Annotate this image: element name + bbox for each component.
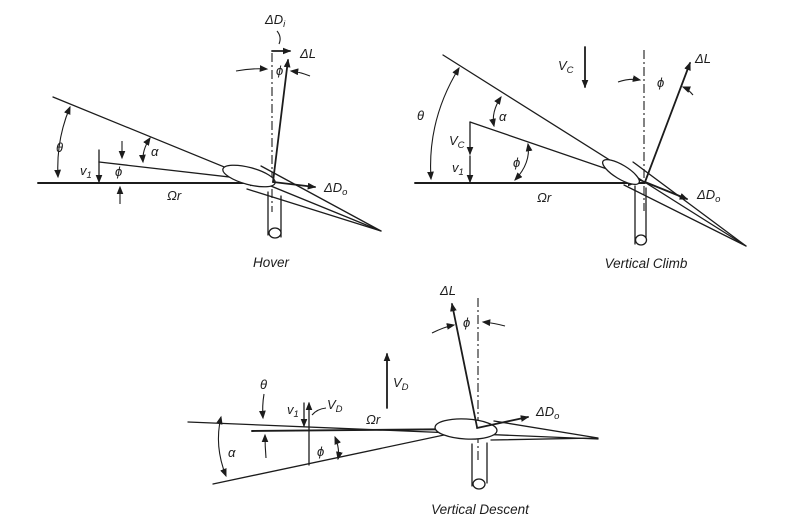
descent-blade-shank <box>471 442 488 487</box>
climb-vc-component-label: VC <box>449 133 465 151</box>
hover-airfoil-trailing-edge <box>246 165 382 232</box>
climb-omega-r-label: Ωr <box>537 190 552 205</box>
hover-lift-vector <box>272 58 291 183</box>
hover-omega-r-label: Ωr <box>167 188 182 203</box>
descent-airfoil <box>434 418 498 440</box>
descent-caption: Vertical Descent <box>431 502 530 517</box>
climb-chord-line <box>442 54 747 247</box>
climb-airfoil <box>601 158 641 186</box>
descent-theta-upper-arrow <box>259 393 266 420</box>
descent-freestream-vd-label: VD <box>393 375 409 393</box>
climb-phi-label: ϕ <box>513 155 520 170</box>
climb-freestream-vc-label: VC <box>558 58 574 76</box>
hover-alpha-arc <box>139 136 151 164</box>
climb-theta-arc <box>427 66 460 181</box>
hover-induced-drag-label: ΔDi <box>264 12 286 30</box>
descent-phi-top-left-arrow <box>431 323 456 334</box>
hover-alpha-label: α <box>151 144 159 159</box>
climb-alpha-arc <box>489 95 502 128</box>
vertical-climb-panel: VC ΔL ϕ ΔDo θ α ϕ VC v1 Ωr Vertical Clim… <box>414 46 747 271</box>
hover-induced-drag-leader <box>276 30 281 45</box>
climb-profile-drag-vector <box>644 181 689 200</box>
hover-profile-drag-vector <box>272 181 317 190</box>
hover-shank-break <box>268 227 282 239</box>
hover-phi-top-label: ϕ <box>276 63 283 78</box>
hover-theta-arc <box>54 105 71 179</box>
hover-phi-label: ϕ <box>115 164 122 179</box>
descent-theta-lower-arrow <box>261 433 269 459</box>
descent-omega-r-label: Ωr <box>366 412 381 427</box>
descent-shank-break <box>472 478 486 490</box>
hover-airfoil <box>222 164 276 188</box>
descent-profile-drag-vector <box>476 415 530 429</box>
climb-phi-top-left-arrow <box>617 75 642 83</box>
hover-theta-label: θ <box>56 140 63 155</box>
vertical-descent-panel: ΔL ϕ VD VD v1 θ α ϕ Ωr ΔDo Vertical Desc… <box>187 283 599 517</box>
descent-relative-wind-line <box>212 427 478 485</box>
climb-phi-top-label: ϕ <box>657 75 664 90</box>
descent-alpha-label: α <box>228 445 236 460</box>
climb-phi-arc <box>514 142 533 181</box>
descent-alpha-arc <box>216 415 227 478</box>
descent-phi-top-label: ϕ <box>463 315 470 330</box>
hover-chord-line <box>52 96 382 232</box>
descent-profile-drag-label: ΔDo <box>535 404 559 422</box>
hover-phi-top-left-arrow <box>235 65 269 72</box>
climb-blade-shank <box>634 185 647 245</box>
climb-airfoil-trailing-edge <box>623 161 747 247</box>
descent-vd-leader <box>311 407 327 416</box>
hover-caption: Hover <box>253 255 290 270</box>
climb-theta-label: θ <box>417 108 424 123</box>
hover-blade-shank <box>267 191 282 238</box>
hover-panel: ΔDi ΔL ϕ ΔDo θ α ϕ v1 Ωr Hover <box>37 12 382 270</box>
climb-phi-top-right-arrow <box>681 86 694 96</box>
hover-phi-top-right-arrow <box>289 68 311 77</box>
descent-lift-label: ΔL <box>439 283 456 298</box>
descent-v1-label: v1 <box>287 402 299 420</box>
climb-lift-vector <box>644 61 691 183</box>
descent-theta-label: θ <box>260 377 267 392</box>
descent-vd-component-label: VD <box>327 397 343 415</box>
descent-phi-top-right-arrow <box>481 319 506 327</box>
descent-phi-arc <box>334 435 343 461</box>
hover-lift-label: ΔL <box>299 46 316 61</box>
climb-lift-label: ΔL <box>694 51 711 66</box>
climb-shank-break <box>634 234 648 246</box>
climb-caption: Vertical Climb <box>605 256 688 271</box>
descent-chord-line <box>187 421 599 440</box>
descent-phi-label: ϕ <box>317 444 324 459</box>
climb-profile-drag-label: ΔDo <box>696 187 720 205</box>
descent-lift-vector <box>450 302 478 428</box>
hover-profile-drag-label: ΔDo <box>323 180 347 198</box>
hover-v1-label: v1 <box>80 163 92 181</box>
climb-alpha-label: α <box>499 109 507 124</box>
descent-airfoil-trailing-edge <box>490 420 599 441</box>
climb-v1-label: v1 <box>452 160 464 178</box>
